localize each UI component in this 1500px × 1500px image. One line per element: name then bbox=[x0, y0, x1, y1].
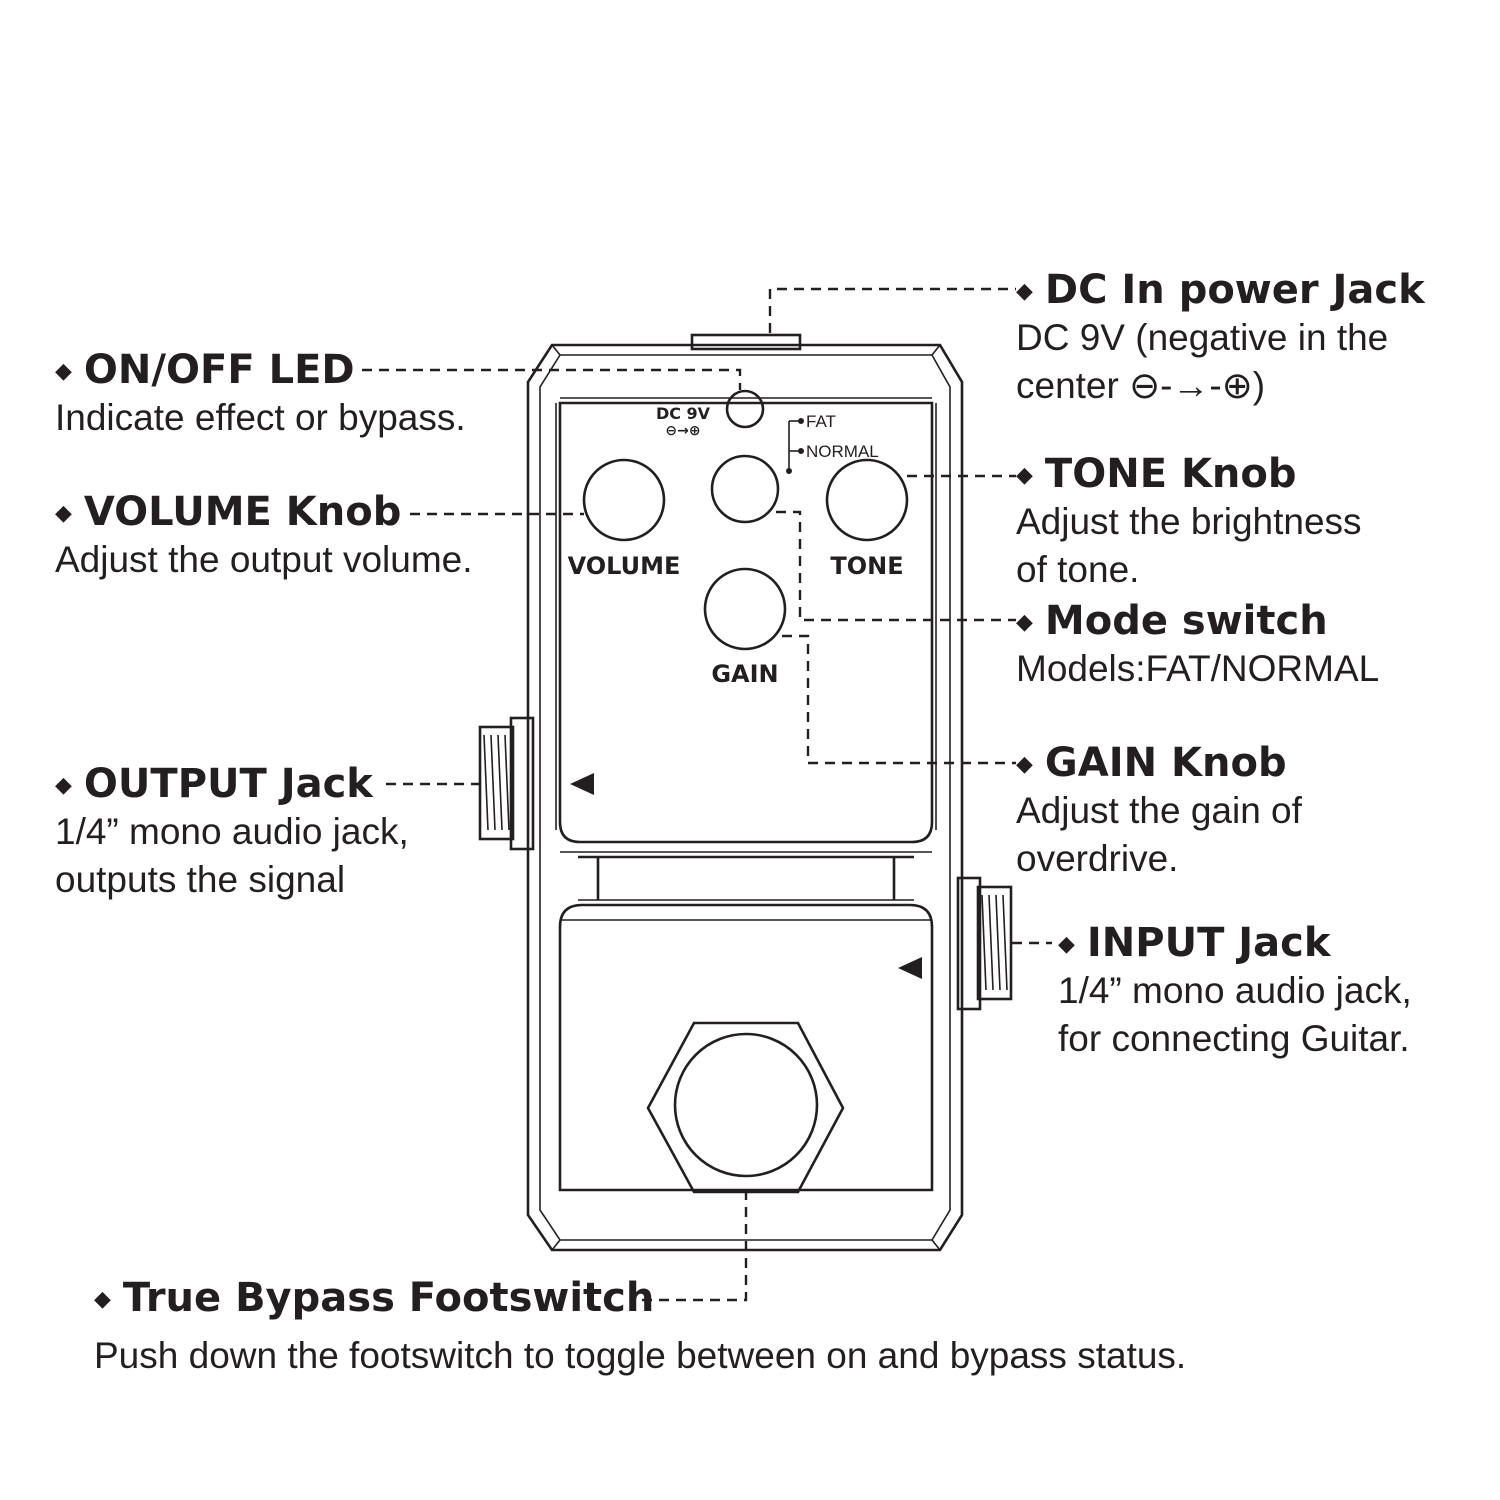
volume-knob-title: ◆VOLUME Knob bbox=[55, 489, 402, 535]
gain-knob-desc-line-2: overdrive. bbox=[1016, 838, 1179, 879]
volume-knob-desc: Adjust the output volume. bbox=[55, 539, 473, 580]
mode-switch-title: ◆Mode switch bbox=[1016, 598, 1328, 644]
control-panel bbox=[555, 397, 937, 844]
input-jack-desc-line-2: for connecting Guitar. bbox=[1058, 1018, 1410, 1059]
callout-input-jack: ◆INPUT Jack 1/4” mono audio jack, for co… bbox=[1058, 921, 1412, 1063]
diamond-bullet-icon: ◆ bbox=[1058, 932, 1075, 957]
diamond-bullet-icon: ◆ bbox=[94, 1287, 111, 1312]
dc-in-title: ◆DC In power Jack bbox=[1016, 267, 1425, 313]
diamond-bullet-icon: ◆ bbox=[1016, 279, 1033, 304]
input-arrow-icon bbox=[898, 957, 922, 979]
on-off-led bbox=[725, 389, 765, 429]
diamond-bullet-icon: ◆ bbox=[55, 501, 72, 526]
tone-knob-label: TONE bbox=[830, 552, 903, 580]
output-jack-desc-line-1: 1/4” mono audio jack, bbox=[55, 811, 409, 852]
on-off-led-desc: Indicate effect or bypass. bbox=[55, 397, 466, 438]
diamond-bullet-icon: ◆ bbox=[1016, 463, 1033, 488]
callout-tone-knob: ◆TONE Knob Adjust the brightness of tone… bbox=[1016, 452, 1362, 594]
mode-switch[interactable] bbox=[710, 454, 780, 524]
dc-in-desc-line-1: DC 9V (negative in the bbox=[1016, 317, 1389, 358]
output-jack-desc-line-2: outputs the signal bbox=[55, 859, 346, 900]
callout-footswitch: ◆True Bypass Footswitch Push down the fo… bbox=[94, 1276, 1186, 1380]
callout-gain-knob: ◆GAIN Knob Adjust the gain of overdrive. bbox=[1016, 741, 1302, 883]
diamond-bullet-icon: ◆ bbox=[1016, 752, 1033, 777]
diamond-bullet-icon: ◆ bbox=[1016, 610, 1033, 635]
output-arrow-icon bbox=[570, 773, 594, 795]
callout-dc-in: ◆DC In power Jack DC 9V (negative in the… bbox=[1016, 268, 1425, 410]
dc-panel-label: DC 9V bbox=[656, 404, 711, 423]
on-off-led-title: ◆ON/OFF LED bbox=[55, 347, 355, 393]
output-jack-title: ◆OUTPUT Jack bbox=[55, 761, 373, 807]
callout-mode-switch: ◆Mode switch Models:FAT/NORMAL bbox=[1016, 599, 1379, 693]
footswitch-desc: Push down the footswitch to toggle betwe… bbox=[94, 1335, 1187, 1376]
input-jack-title: ◆INPUT Jack bbox=[1058, 920, 1331, 966]
diamond-bullet-icon: ◆ bbox=[55, 359, 72, 384]
gain-knob[interactable] bbox=[703, 567, 787, 651]
gain-knob-desc-line-1: Adjust the gain of bbox=[1016, 790, 1302, 831]
dc-jack-tab bbox=[690, 333, 802, 351]
footswitch-title: ◆True Bypass Footswitch bbox=[94, 1275, 655, 1321]
gain-knob-label: GAIN bbox=[711, 660, 778, 688]
normal-label: NORMAL bbox=[806, 442, 879, 461]
gain-knob-title: ◆GAIN Knob bbox=[1016, 740, 1287, 786]
footswitch-icon[interactable] bbox=[673, 1032, 819, 1178]
tone-knob[interactable] bbox=[825, 458, 909, 542]
footswitch-plate bbox=[558, 903, 934, 1192]
output-jack[interactable] bbox=[478, 716, 535, 851]
mode-switch-desc: Models:FAT/NORMAL bbox=[1016, 648, 1380, 689]
volume-knob-label: VOLUME bbox=[568, 552, 681, 580]
diamond-bullet-icon: ◆ bbox=[55, 773, 72, 798]
volume-knob[interactable] bbox=[582, 458, 666, 542]
input-jack-desc-line-1: 1/4” mono audio jack, bbox=[1058, 970, 1412, 1011]
footswitch-hex-nut bbox=[646, 1021, 845, 1194]
dc-in-desc-line-2: center ⊖-→-⊕) bbox=[1016, 365, 1266, 406]
callout-volume-knob: ◆VOLUME Knob Adjust the output volume. bbox=[55, 490, 473, 584]
pedal-hinge bbox=[560, 851, 932, 901]
pedal-enclosure bbox=[526, 343, 964, 1252]
fat-label: FAT bbox=[806, 412, 836, 431]
dc-panel-polarity: ⊖→⊕ bbox=[665, 423, 700, 439]
input-jack[interactable] bbox=[956, 876, 1013, 1011]
tone-knob-desc-line-2: of tone. bbox=[1016, 549, 1140, 590]
tone-knob-title: ◆TONE Knob bbox=[1016, 451, 1297, 497]
mode-selector-indicator bbox=[786, 418, 804, 474]
tone-knob-desc-line-1: Adjust the brightness bbox=[1016, 501, 1362, 542]
callout-output-jack: ◆OUTPUT Jack 1/4” mono audio jack, outpu… bbox=[55, 762, 409, 904]
callout-on-off-led: ◆ON/OFF LED Indicate effect or bypass. bbox=[55, 348, 466, 442]
leader-lines bbox=[362, 287, 1052, 1302]
